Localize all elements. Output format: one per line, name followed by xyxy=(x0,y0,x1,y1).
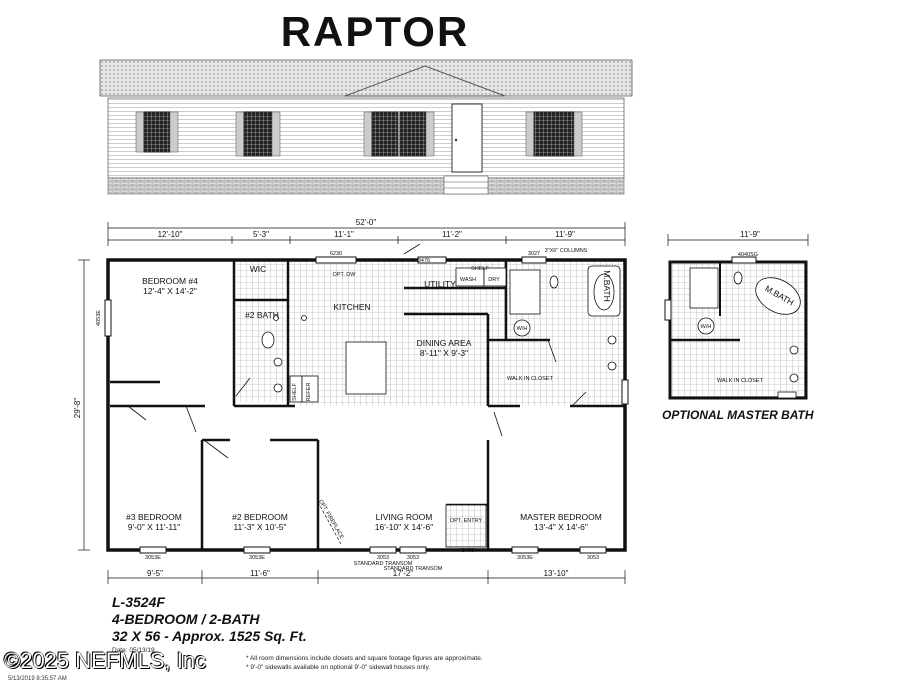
bedroom2-size: 11'-3" X 10'-5" xyxy=(233,522,286,532)
depth-dimension xyxy=(78,259,90,551)
model-number: L-3524F xyxy=(112,594,165,610)
size-line: 32 X 56 - Approx. 1525 Sq. Ft. xyxy=(112,628,307,644)
code-3476: 3476 xyxy=(418,258,430,264)
top-dim-5: 11'-9" xyxy=(555,230,575,239)
bottom-dim-4: 13'-10" xyxy=(544,569,569,578)
top-dim-2: 5'-3" xyxy=(253,230,269,239)
optional-master-bath-plan xyxy=(664,234,809,400)
overall-width: 52'-0" xyxy=(356,218,377,227)
master-size: 13'-4" X 14'-6" xyxy=(534,522,588,532)
plan-title: RAPTOR xyxy=(280,8,470,55)
window-icon xyxy=(525,111,583,157)
window-icon xyxy=(363,111,435,157)
beds-baths: 4-BEDROOM / 2-BATH xyxy=(112,611,260,627)
transom-b: STANDARD TRANSOM xyxy=(384,566,443,572)
opt-fireplace-label: OPT. FIREPLACE xyxy=(317,499,345,541)
dry-label: DRY xyxy=(488,277,500,283)
mbath-label: M.BATH xyxy=(602,270,612,301)
code-3476b: 3476 xyxy=(462,548,474,554)
utility-label: UTILITY xyxy=(424,279,456,289)
optional-master-bath-title: OPTIONAL MASTER BATH xyxy=(662,408,814,422)
wh-label: W/H xyxy=(517,326,528,332)
columns-note: 3"X6" COLUMNS xyxy=(545,248,588,254)
refer-label: REFER xyxy=(306,383,312,402)
bottom-dim-3: 17'-2" xyxy=(393,569,414,578)
top-dimensions xyxy=(107,222,626,246)
dining-name: DINING AREA xyxy=(417,338,472,348)
bedroom2-name: #2 BEDROOM xyxy=(232,512,288,522)
opt-wh-label: W/H xyxy=(701,324,712,330)
living-name: LIVING ROOM xyxy=(376,512,433,522)
bedroom3-size: 9'-0" X 11'-11" xyxy=(128,522,180,532)
walkin-label: WALK IN CLOSET xyxy=(507,376,554,382)
bedroom4-name: BEDROOM #4 xyxy=(142,276,198,286)
code-4053e: 4053E xyxy=(96,310,102,326)
wash-label: WASH xyxy=(460,277,476,283)
code-3053-c: 3053 xyxy=(587,555,599,561)
code-3053-a: 3053 xyxy=(377,555,389,561)
top-dim-3: 11'-1" xyxy=(334,230,354,239)
timestamp: 5/13/2019 8:35:57 AM xyxy=(8,676,67,682)
bedroom3-name: #3 BEDROOM xyxy=(126,512,182,522)
front-elevation xyxy=(99,59,633,195)
kitchen-label: KITCHEN xyxy=(333,302,370,312)
code-3053e-a: 3053E xyxy=(145,555,161,561)
bottom-dim-1: 9'-5" xyxy=(147,569,163,578)
plan-date: Date: 05/13/19 xyxy=(112,647,155,654)
bedroom4-size: 12'-4" X 14'-2" xyxy=(143,286,197,296)
opt-dw-label: OPT. DW xyxy=(333,272,357,278)
code-3053-b: 3053 xyxy=(407,555,419,561)
wic-label: WIC xyxy=(250,264,267,274)
bottom-dim-2: 11'-6" xyxy=(250,569,270,578)
living-size: 16'-10" X 14'-6" xyxy=(375,522,433,532)
window-icon xyxy=(235,111,281,157)
shelf2-label: SHELF xyxy=(292,382,298,400)
code-3053e-b: 3053E xyxy=(249,555,265,561)
bottom-dimensions xyxy=(107,570,626,584)
code-3027: 3027 xyxy=(528,251,540,257)
watermark: ©2025 NEFMLS, Inc xyxy=(4,648,207,673)
opt-entry-label: OPT. ENTRY xyxy=(450,518,483,524)
code-3053e-c: 3053E xyxy=(517,555,533,561)
depth-dim: 29'-8" xyxy=(73,398,82,419)
master-name: MASTER BEDROOM xyxy=(520,512,602,522)
transom-a: STANDARD TRANSOM xyxy=(354,561,413,567)
dining-size: 8'-11" X 9'-3" xyxy=(420,348,468,358)
floor-plan xyxy=(104,243,629,554)
shelf-label: SHELF xyxy=(471,266,489,272)
code-4040sg: 4040SG xyxy=(738,252,758,258)
top-dim-4: 11'-2" xyxy=(442,230,462,239)
door-icon xyxy=(451,103,483,173)
top-dim-1: 12'-10" xyxy=(158,230,183,239)
disclaimer-1: * All room dimensions include closets an… xyxy=(246,655,483,662)
opt-width-dim: 11'-9" xyxy=(740,230,760,239)
opt-walkin-label: WALK IN CLOSET xyxy=(717,378,764,384)
code-6230: 6230 xyxy=(330,251,342,257)
window-icon xyxy=(135,111,179,153)
disclaimer-2: * 9'-0" sidewalls available on optional … xyxy=(246,664,431,671)
bath2-label: #2 BATH xyxy=(245,310,279,320)
